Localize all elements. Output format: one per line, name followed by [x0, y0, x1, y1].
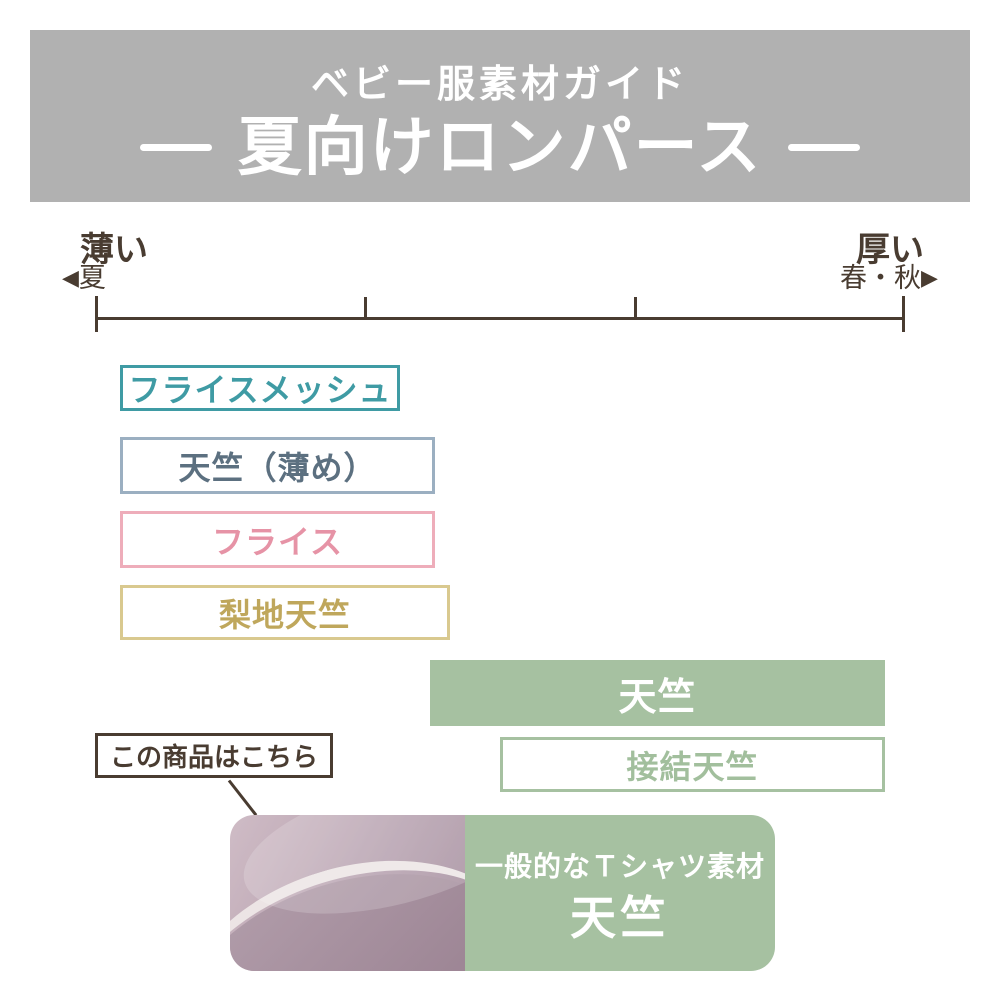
left-arrow-icon: ◀ — [62, 266, 79, 291]
header-subtitle: ベビー服素材ガイド — [310, 61, 689, 106]
header-title-row: 夏向けロンパース — [139, 110, 861, 185]
axis-tick-4 — [902, 296, 905, 332]
material-bar-6: 接結天竺 — [500, 737, 885, 792]
material-bar-3: フライス — [120, 511, 435, 568]
axis-tick-3 — [634, 297, 637, 318]
material-bar-1: フライスメッシュ — [120, 365, 400, 411]
fabric-photo — [230, 815, 465, 971]
scale-label-thick: 厚い — [856, 230, 924, 270]
callout-pointer-line — [227, 779, 258, 817]
page-title: 夏向けロンパース — [237, 110, 763, 185]
product-description: 一般的なＴシャツ素材 — [474, 850, 765, 883]
callout-this-product: この商品はこちら — [95, 733, 333, 778]
product-panel: 一般的なＴシャツ素材 天竺 — [465, 815, 775, 971]
product-name: 天竺 — [570, 891, 670, 945]
material-bar-5: 天竺 — [430, 660, 885, 726]
scale-season-left-text: 夏 — [78, 263, 106, 294]
scale-season-right: 春・秋▶ — [840, 256, 938, 295]
scale-season-left: ◀夏 — [62, 256, 106, 295]
scale-season-right-text: 春・秋 — [840, 263, 921, 294]
thickness-axis — [95, 317, 905, 320]
header-band: ベビー服素材ガイド 夏向けロンパース — [30, 30, 970, 202]
axis-tick-2 — [364, 297, 367, 318]
material-bar-2: 天竺（薄め） — [120, 437, 435, 494]
right-arrow-icon: ▶ — [921, 266, 938, 291]
scale-label-thin: 薄い — [80, 230, 148, 270]
title-dash-left — [139, 144, 212, 151]
material-bar-4: 梨地天竺 — [120, 585, 450, 640]
title-dash-right — [788, 144, 861, 151]
axis-tick-1 — [95, 296, 98, 332]
